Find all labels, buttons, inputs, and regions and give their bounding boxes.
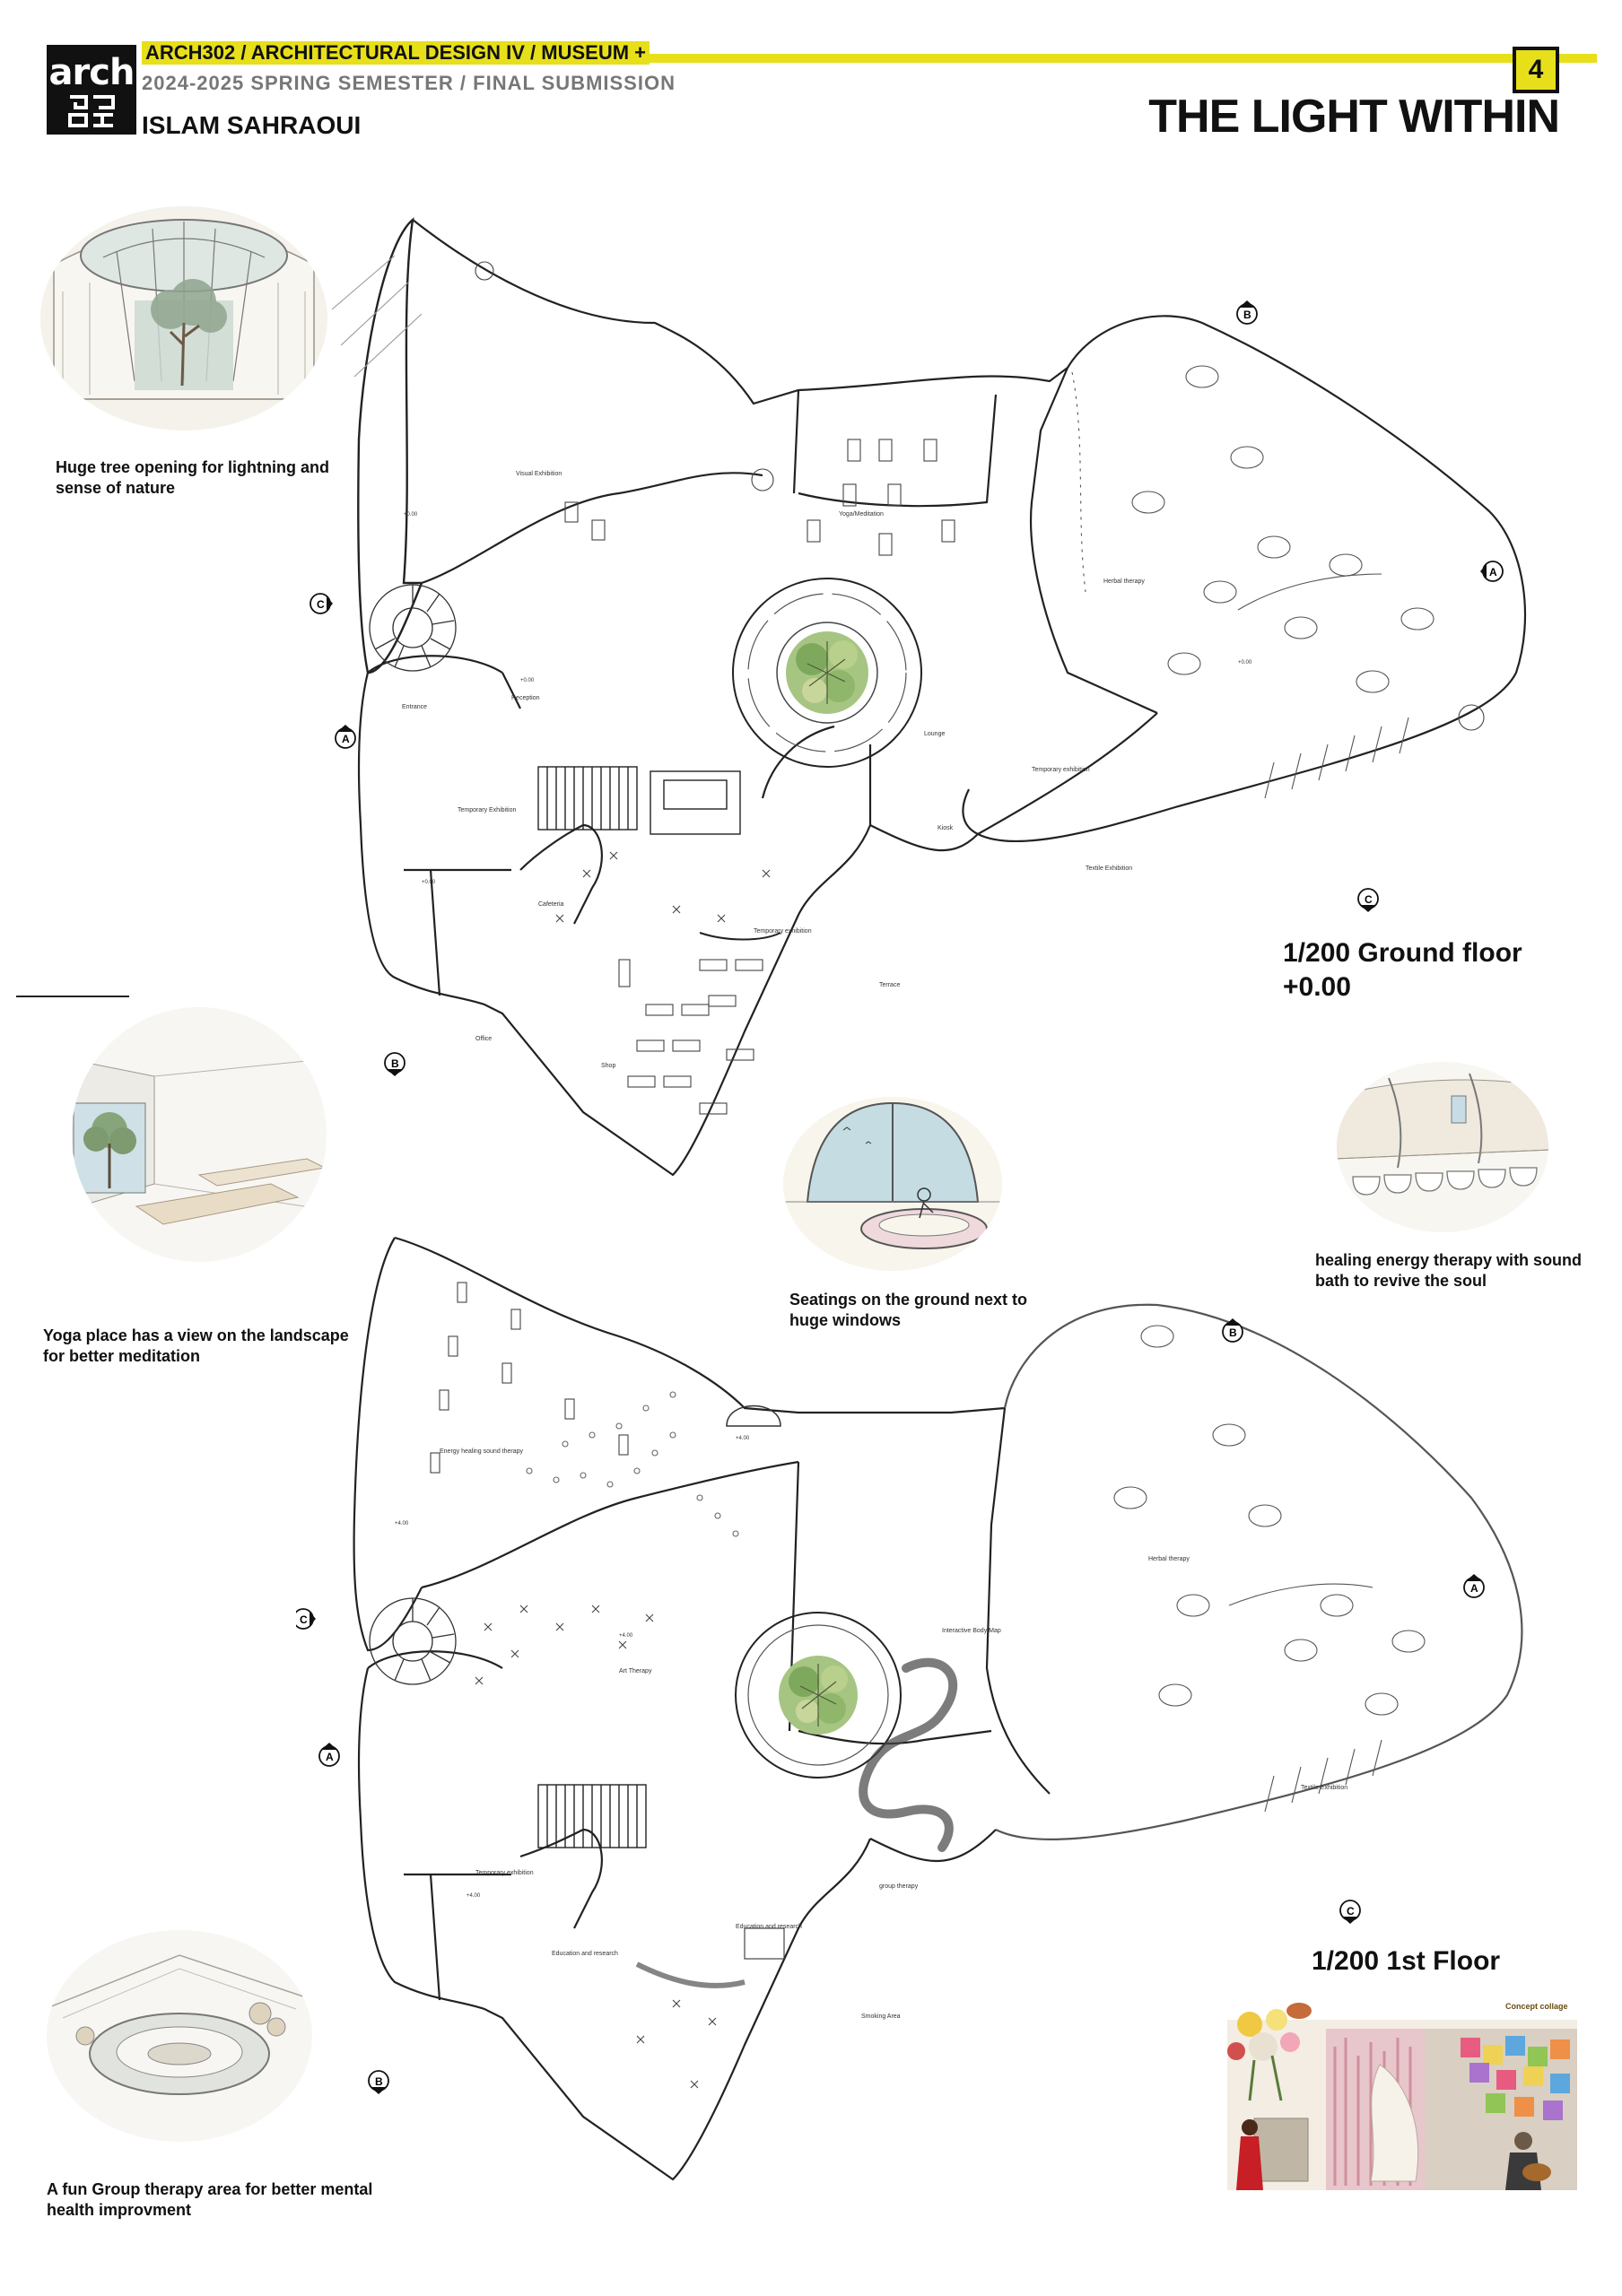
ground-central-courtyard <box>732 578 922 768</box>
svg-text:A: A <box>1470 1582 1478 1595</box>
ground-east-wing-outline <box>962 315 1527 843</box>
level-mark: +4.00 <box>395 1521 409 1526</box>
level-mark: +0.00 <box>1238 660 1252 665</box>
room-temporary-exhibition: Temporary exhibition <box>475 1870 534 1876</box>
room-temporary-exhibition-2: Temporary exhibition <box>1032 767 1090 773</box>
caption-group-therapy: A fun Group therapy area for better ment… <box>47 2180 373 2219</box>
yoga-sketch <box>72 1007 327 1262</box>
svg-text:C: C <box>300 1613 308 1626</box>
svg-text:C: C <box>317 598 325 611</box>
first-straight-stair <box>537 1784 647 1848</box>
first-floor-scale-label: 1/200 1st Floor <box>1312 1946 1501 1976</box>
room-temporary-exhibition-3: Temporary exhibition <box>754 928 812 935</box>
svg-text:B: B <box>1243 309 1251 321</box>
author-name: ISLAM SAHRAOUI <box>142 111 362 139</box>
section-marker-c: C <box>296 1608 316 1630</box>
section-marker-a: A <box>318 1743 340 1767</box>
section-marker-c: C <box>1339 1900 1361 1924</box>
first-floor-plan: Energy healing sound therapy Herbal ther… <box>296 1236 1523 2181</box>
level-mark: +4.00 <box>467 1893 481 1899</box>
svg-text:A: A <box>326 1751 334 1763</box>
ground-floor-plan: Visual Exhibition Yoga/Meditation Herbal… <box>310 217 1527 1177</box>
section-marker-a: A <box>1480 561 1504 582</box>
room-textile-exhibition: Textile Exhibition <box>1301 1785 1347 1791</box>
room-terrace: Terrace <box>879 982 900 988</box>
guitar-player-icon <box>1505 2132 1551 2190</box>
first-spiral-stair <box>369 1597 457 1685</box>
group-therapy-seating <box>859 1657 958 1852</box>
level-mark: +4.00 <box>736 1436 750 1441</box>
room-herbal-therapy: Herbal therapy <box>1148 1556 1190 1562</box>
seatings-sketch <box>783 1097 1002 1271</box>
course-title: ARCH302 / ARCHITECTURAL DESIGN IV / MUSE… <box>142 41 650 65</box>
room-lounge: Lounge <box>924 731 945 737</box>
level-mark: +4.00 <box>619 1633 633 1639</box>
ground-south-wing-outline <box>357 672 872 1177</box>
room-office: Office <box>475 1036 492 1042</box>
svg-text:B: B <box>391 1057 399 1070</box>
level-mark: +0.00 <box>422 880 436 885</box>
room-temporary-exhibition-1: Temporary Exhibition <box>458 807 516 813</box>
first-south-wing-outline <box>357 1667 872 2181</box>
section-marker-b: B <box>1222 1318 1243 1343</box>
room-herbal-therapy: Herbal therapy <box>1103 578 1145 585</box>
level-mark: +0.00 <box>404 512 418 517</box>
first-central-courtyard <box>735 1612 902 1779</box>
collage-label: Concept collage <box>1505 2002 1568 2011</box>
section-marker-b: B <box>384 1052 406 1076</box>
room-education-research-1: Education and research <box>736 1924 802 1930</box>
section-marker-c: C <box>1357 888 1379 912</box>
room-group-therapy: group therapy <box>879 1883 919 1890</box>
room-smoking-area: Smoking Area <box>861 2013 901 2020</box>
group-therapy-sketch <box>47 1930 312 2142</box>
svg-text:C: C <box>1347 1905 1355 1918</box>
svg-text:B: B <box>1229 1326 1237 1339</box>
first-west-wing-outline <box>353 1237 423 1652</box>
section-marker-c: C <box>310 593 333 614</box>
section-marker-b: B <box>1236 300 1258 325</box>
room-kiosk: Kiosk <box>937 825 954 831</box>
tree-opening-sketch <box>40 206 327 430</box>
arch-logo: arch <box>47 45 136 135</box>
logo-glyph-icon <box>68 95 115 127</box>
concept-collage: Concept collage <box>1227 2002 1577 2190</box>
svg-text:B: B <box>375 2075 383 2088</box>
room-visual-exhibition: Visual Exhibition <box>516 471 562 477</box>
svg-text:A: A <box>342 733 350 745</box>
svg-text:A: A <box>1489 566 1497 578</box>
section-marker-a: A <box>335 725 356 749</box>
header-accent-bar <box>144 54 1597 63</box>
caption-yoga: Yoga place has a view on the landscape f… <box>43 1326 349 1365</box>
room-reception: Reception <box>511 695 540 701</box>
room-cafeteria: Cafeteria <box>538 901 564 908</box>
svg-text:C: C <box>1365 893 1373 906</box>
room-interactive-body-map: Interactive Body Map <box>942 1628 1001 1634</box>
divider-line <box>16 996 129 997</box>
section-marker-a: A <box>1463 1574 1485 1598</box>
ground-floor-level-label: +0.00 <box>1283 972 1351 1002</box>
section-marker-b: B <box>368 2070 389 2094</box>
room-entrance: Entrance <box>402 704 427 710</box>
healing-sketch <box>1337 1062 1548 1232</box>
caption-seatings: Seatings on the ground next to huge wind… <box>789 1291 1027 1329</box>
room-textile-exhibition: Textile Exhibition <box>1086 865 1132 872</box>
first-east-wing-outline <box>995 1303 1523 1840</box>
level-mark: +0.00 <box>520 678 535 683</box>
caption-healing: healing energy therapy with sound bath t… <box>1315 1251 1583 1290</box>
room-energy-healing: Energy healing sound therapy <box>440 1448 524 1455</box>
room-yoga-meditation: Yoga/Meditation <box>839 511 884 517</box>
logo-word: arch <box>48 52 135 93</box>
flower-bouquet-icon <box>1227 2003 1312 2101</box>
caption-tree-opening: Huge tree opening for lightning and sens… <box>56 458 329 497</box>
room-education-research-2: Education and research <box>552 1951 618 1957</box>
page-number: 4 <box>1513 47 1559 93</box>
ground-spiral-stair <box>369 584 457 672</box>
room-art-therapy: Art Therapy <box>619 1668 652 1674</box>
ground-floor-scale-label: 1/200 Ground floor <box>1283 938 1522 968</box>
ground-straight-stair <box>537 766 741 835</box>
semester-line: 2024-2025 SPRING SEMESTER / FINAL SUBMIS… <box>142 72 676 94</box>
project-title: THE LIGHT WITHIN <box>1148 91 1560 143</box>
room-shop: Shop <box>601 1063 615 1069</box>
